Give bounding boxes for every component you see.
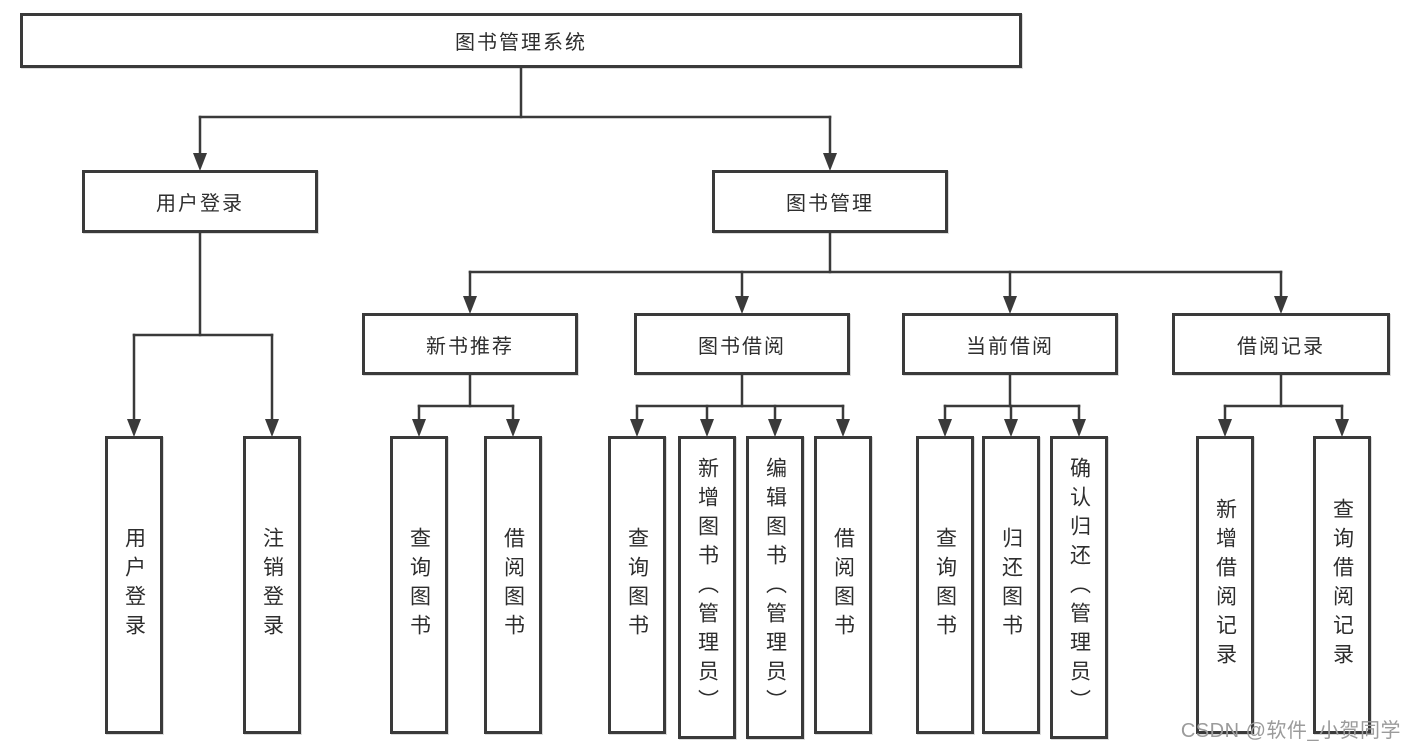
node-new-book-recommend: 新书推荐 bbox=[362, 313, 578, 375]
node-book-borrow: 图书借阅 bbox=[634, 313, 850, 375]
leaf-current-query-books-label: 查询图书 bbox=[933, 527, 957, 643]
leaf-add-borrow-record: 新增借阅记录 bbox=[1196, 436, 1254, 734]
leaf-newbook-borrow-books: 借阅图书 bbox=[484, 436, 542, 734]
node-borrow-records: 借阅记录 bbox=[1172, 313, 1390, 375]
leaf-confirm-return-admin: 确认归还（管理员） bbox=[1050, 436, 1108, 739]
leaf-borrow-query-books: 查询图书 bbox=[608, 436, 666, 734]
leaf-borrow-borrow-books-label: 借阅图书 bbox=[831, 527, 855, 643]
leaf-newbook-query-books-label: 查询图书 bbox=[407, 527, 431, 643]
node-current-borrow: 当前借阅 bbox=[902, 313, 1118, 375]
leaf-query-borrow-record: 查询借阅记录 bbox=[1313, 436, 1371, 734]
leaf-confirm-return-admin-label: 确认归还（管理员） bbox=[1067, 457, 1091, 718]
node-user-login: 用户登录 bbox=[82, 170, 318, 233]
leaf-edit-book-admin-label: 编辑图书（管理员） bbox=[763, 457, 787, 718]
node-book-mgmt-label: 图书管理 bbox=[786, 193, 874, 215]
leaf-current-query-books: 查询图书 bbox=[916, 436, 974, 734]
leaf-borrow-query-books-label: 查询图书 bbox=[625, 527, 649, 643]
node-root-label: 图书管理系统 bbox=[455, 32, 587, 54]
node-book-borrow-label: 图书借阅 bbox=[698, 335, 786, 358]
leaf-newbook-query-books: 查询图书 bbox=[390, 436, 448, 734]
leaf-user-login-label: 用户登录 bbox=[122, 527, 146, 643]
leaf-user-login: 用户登录 bbox=[105, 436, 163, 734]
leaf-logout-label: 注销登录 bbox=[260, 527, 284, 643]
leaf-add-book-admin-label: 新增图书（管理员） bbox=[695, 457, 719, 718]
leaf-edit-book-admin: 编辑图书（管理员） bbox=[746, 436, 804, 739]
leaf-query-borrow-record-label: 查询借阅记录 bbox=[1330, 498, 1354, 672]
leaf-borrow-borrow-books: 借阅图书 bbox=[814, 436, 872, 734]
node-current-borrow-label: 当前借阅 bbox=[966, 335, 1054, 358]
node-user-login-label: 用户登录 bbox=[156, 193, 244, 215]
leaf-logout: 注销登录 bbox=[243, 436, 301, 734]
node-new-book-recommend-label: 新书推荐 bbox=[426, 335, 514, 358]
leaf-add-borrow-record-label: 新增借阅记录 bbox=[1213, 498, 1237, 672]
leaf-return-book-label: 归还图书 bbox=[999, 527, 1023, 643]
node-root: 图书管理系统 bbox=[20, 13, 1022, 68]
node-borrow-records-label: 借阅记录 bbox=[1237, 335, 1325, 358]
leaf-newbook-borrow-books-label: 借阅图书 bbox=[501, 527, 525, 643]
leaf-add-book-admin: 新增图书（管理员） bbox=[678, 436, 736, 739]
csdn-watermark: CSDN @软件_小贺同学 bbox=[1180, 720, 1401, 742]
node-book-mgmt: 图书管理 bbox=[712, 170, 948, 233]
leaf-return-book: 归还图书 bbox=[982, 436, 1040, 734]
